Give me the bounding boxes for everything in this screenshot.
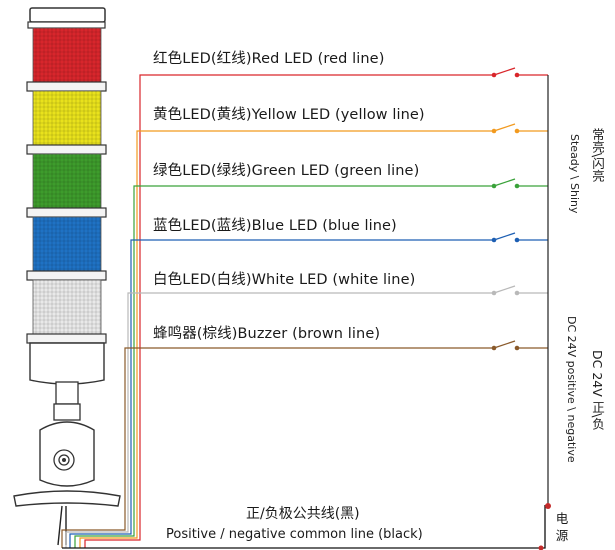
tower-cap: [29, 7, 106, 23]
red-wire: [84, 74, 494, 548]
tower-light: [13, 7, 121, 546]
power-terminal-top: [545, 503, 551, 509]
brown-switch: [493, 340, 516, 349]
buzzer-line-label: 蜂鸣器(棕线)Buzzer (brown line): [153, 326, 381, 342]
green-tier: [32, 153, 102, 209]
tier-separator: [26, 333, 107, 344]
blue-tier: [32, 216, 102, 272]
red-tier: [32, 27, 102, 83]
common-line: [62, 505, 546, 549]
common-line-label-cn: 正/负极公共线(黑): [246, 506, 360, 522]
blue-line-label: 蓝色LED(蓝线)Blue LED (blue line): [153, 218, 397, 234]
buzzer-body: [29, 342, 105, 385]
red-switch: [493, 67, 516, 76]
white-switch-contact: [491, 290, 497, 296]
white-switch: [493, 285, 516, 294]
yellow-switch: [493, 123, 516, 132]
tier-separator: [26, 270, 107, 281]
blue-switch-contact: [491, 237, 497, 243]
tier-separator: [26, 144, 107, 155]
mount-base: [13, 490, 121, 507]
white-tier: [32, 279, 102, 335]
yellow-tier: [32, 90, 102, 146]
red-switch-contact: [491, 72, 497, 78]
red-line-label: 红色LED(红线)Red LED (red line): [153, 51, 385, 67]
mode-label-cn: 常亮\闪亮: [590, 128, 605, 183]
tier-separator: [26, 207, 107, 218]
tier-separator: [26, 81, 107, 92]
yellow-wire: [79, 130, 494, 548]
blue-wire: [69, 239, 494, 548]
blue-switch: [493, 232, 516, 241]
brown-wire: [61, 347, 494, 548]
mode-label-en: Steady \ Shiny: [568, 134, 581, 214]
green-line-label: 绿色LED(绿线)Green LED (green line): [153, 163, 420, 179]
pole-collar: [55, 381, 79, 405]
yellow-switch-contact: [491, 128, 497, 134]
yellow-line-label: 黄色LED(黄线)Yellow LED (yellow line): [153, 107, 425, 123]
dc-label-cn: DC 24V 正\负: [590, 350, 605, 430]
power-supply-label: 电 源: [555, 511, 569, 543]
common-line-label-en: Positive / negative common line (black): [166, 527, 423, 542]
green-switch-contact: [491, 183, 497, 189]
power-terminal-bottom: [538, 545, 544, 550]
dc-label-en: DC 24V positive \ negative: [565, 316, 578, 463]
green-switch: [493, 178, 516, 187]
green-wire: [74, 185, 494, 548]
white-wire: [65, 292, 494, 548]
signal-wires: [61, 67, 549, 548]
brown-switch-contact: [491, 345, 497, 351]
white-line-label: 白色LED(白线)White LED (white line): [153, 272, 416, 288]
